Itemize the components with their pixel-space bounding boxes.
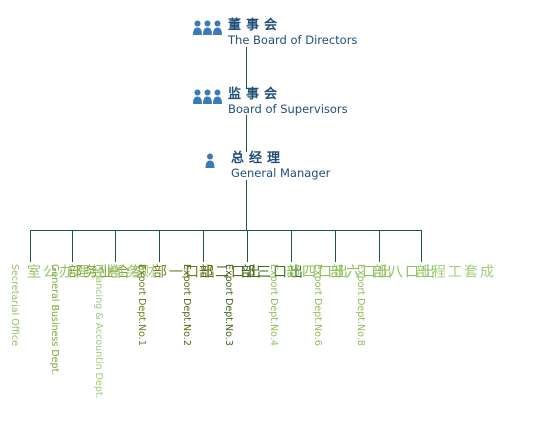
department-name-zh: 出口一部 (151, 264, 215, 279)
group-people-icon (193, 89, 222, 108)
general-manager-en: General Manager (231, 166, 331, 180)
connector-drop-3 (159, 230, 160, 262)
connector-manager-bus (246, 180, 247, 230)
department-name-en: Secretarial Office (9, 264, 20, 346)
connector-supervisors-manager (246, 115, 247, 152)
department-name-zh: 财务部 (108, 264, 156, 279)
department-name-en: Export Dept.No.4 (268, 264, 279, 346)
connector-drop-0 (30, 230, 31, 262)
department-name-en: Financing & Accountin Dept. (93, 264, 104, 399)
department-name-en: Export Dept.No.8 (355, 264, 366, 346)
board-of-supervisors-zh: 监事会 (228, 87, 283, 102)
board-of-directors-en: The Board of Directors (228, 33, 358, 47)
department-name-en: General Business Dept. (49, 264, 60, 376)
person-icon (205, 153, 215, 172)
department-name-zh: 出口八部 (371, 264, 435, 279)
department-name-zh: 出口六部 (328, 264, 392, 279)
connector-horizontal-bus (30, 230, 421, 231)
connector-directors-supervisors (246, 47, 247, 89)
department-name-zh: 综合业务部 (66, 264, 146, 279)
connector-drop-5 (247, 230, 248, 262)
department-name-zh: 出口二部 (197, 264, 261, 279)
department-name-zh: 出口四部 (284, 264, 348, 279)
node-board-of-directors: 董事会 The Board of Directors (193, 18, 357, 47)
connector-drop-7 (335, 230, 336, 262)
connector-drop-8 (379, 230, 380, 262)
node-board-of-supervisors: 监事会 Board of Supervisors (193, 87, 348, 116)
department-name-en: Export Dept.No.2 (181, 264, 192, 346)
connector-drop-4 (203, 230, 204, 262)
department-name-en: Export Dept.No.3 (223, 264, 234, 346)
board-of-supervisors-en: Board of Supervisors (228, 102, 348, 116)
connector-drop-9 (421, 230, 422, 262)
department-name-en: Export Dept.No.1 (136, 264, 147, 346)
connector-drop-1 (72, 230, 73, 262)
department-name-en: Export Dept.No.6 (312, 264, 323, 346)
connector-drop-2 (115, 230, 116, 262)
board-of-directors-zh: 董事会 (228, 18, 283, 33)
department-name-zh: 成套工程部 (414, 264, 494, 279)
group-people-icon (193, 20, 222, 39)
general-manager-zh: 总经理 (231, 151, 286, 166)
department-name-zh: 总经理办公室 (25, 264, 121, 279)
department-name-zh: 出口三部 (239, 264, 303, 279)
connector-drop-6 (291, 230, 292, 262)
node-general-manager: 总经理 General Manager (205, 151, 330, 180)
